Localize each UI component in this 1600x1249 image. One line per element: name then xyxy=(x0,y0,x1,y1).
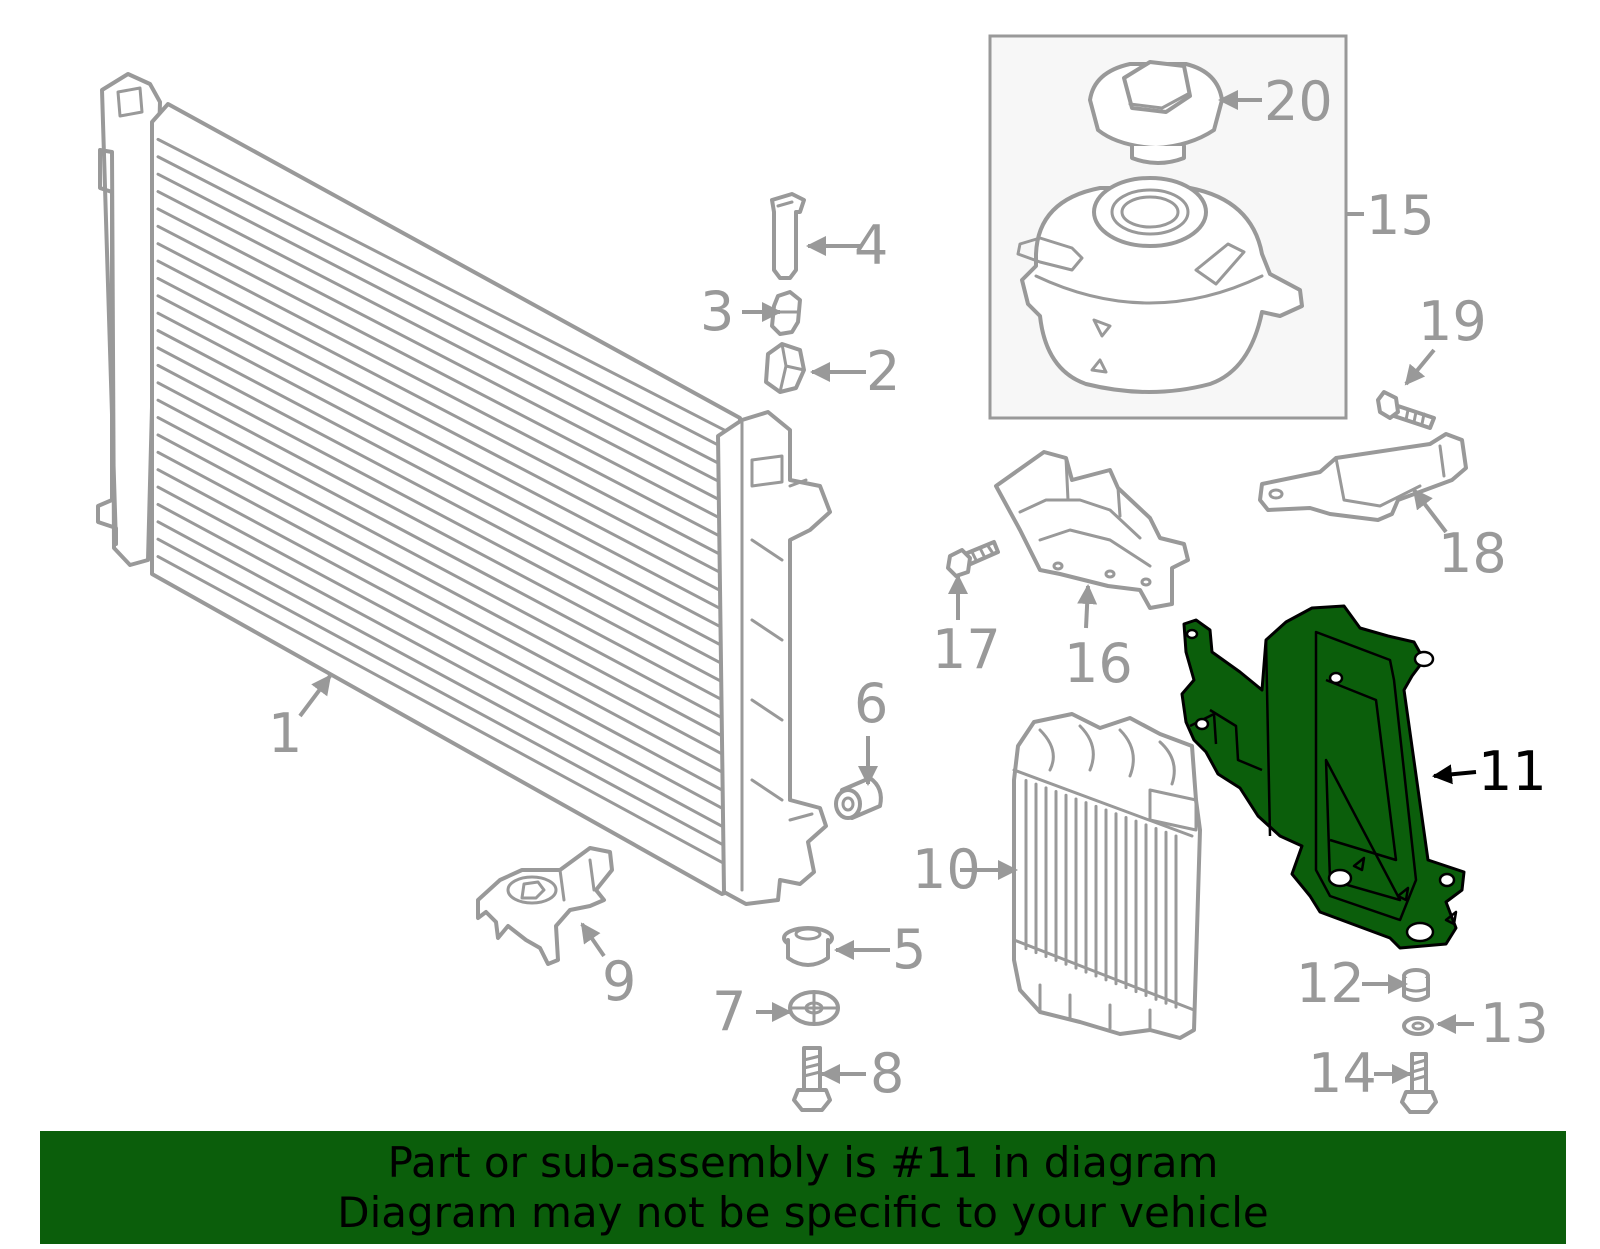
auxiliary-radiator-part-10[interactable] xyxy=(1012,712,1202,1040)
label-16[interactable]: 16 xyxy=(1064,632,1133,695)
washer-part-7[interactable] xyxy=(788,990,840,1026)
mount-part-5[interactable] xyxy=(782,926,834,967)
bolt-part-8[interactable] xyxy=(792,1046,832,1112)
label-5[interactable]: 5 xyxy=(892,918,926,981)
label-20[interactable]: 20 xyxy=(1264,70,1333,133)
washer-part-13[interactable] xyxy=(1402,1016,1434,1036)
label-9[interactable]: 9 xyxy=(602,950,636,1013)
expansion-tank-inset-part-15[interactable] xyxy=(988,34,1348,420)
bracket-part-16[interactable] xyxy=(994,450,1190,610)
bushing-part-6[interactable] xyxy=(834,776,883,820)
label-3[interactable]: 3 xyxy=(700,280,734,343)
label-10[interactable]: 10 xyxy=(912,838,981,901)
label-17[interactable]: 17 xyxy=(932,618,1001,681)
bolt-part-19[interactable] xyxy=(1376,390,1436,430)
banner-line-2: Diagram may not be specific to your vehi… xyxy=(337,1187,1269,1237)
label-14[interactable]: 14 xyxy=(1308,1042,1377,1105)
pin-part-4[interactable] xyxy=(770,192,806,280)
banner-line-1: Part or sub-assembly is #11 in diagram xyxy=(387,1137,1219,1187)
bracket-part-9[interactable] xyxy=(476,846,614,966)
label-11[interactable]: 11 xyxy=(1478,740,1547,803)
label-7[interactable]: 7 xyxy=(712,980,746,1043)
label-18[interactable]: 18 xyxy=(1438,522,1507,585)
label-12[interactable]: 12 xyxy=(1296,952,1365,1015)
label-15[interactable]: 15 xyxy=(1366,184,1435,247)
bracket-part-11-highlighted[interactable] xyxy=(1180,604,1466,950)
leader-lines xyxy=(298,90,1477,1084)
label-2[interactable]: 2 xyxy=(866,340,900,403)
grommet-part-2[interactable] xyxy=(764,342,806,394)
radiator-part-1[interactable] xyxy=(96,72,832,906)
label-8[interactable]: 8 xyxy=(870,1042,904,1105)
part-labels: 1 2 3 4 5 6 7 8 9 10 11 12 13 14 15 16 1… xyxy=(268,70,1549,1105)
label-6[interactable]: 6 xyxy=(854,672,888,735)
info-banner: Part or sub-assembly is #11 in diagram D… xyxy=(40,1131,1566,1244)
label-19[interactable]: 19 xyxy=(1418,290,1487,353)
grommet-part-12[interactable] xyxy=(1402,968,1430,1002)
label-1[interactable]: 1 xyxy=(268,702,302,765)
bracket-part-18[interactable] xyxy=(1258,432,1468,522)
label-13[interactable]: 13 xyxy=(1480,992,1549,1055)
bolt-part-14[interactable] xyxy=(1400,1052,1438,1114)
bolt-part-17[interactable] xyxy=(946,540,1000,578)
label-4[interactable]: 4 xyxy=(854,214,888,277)
